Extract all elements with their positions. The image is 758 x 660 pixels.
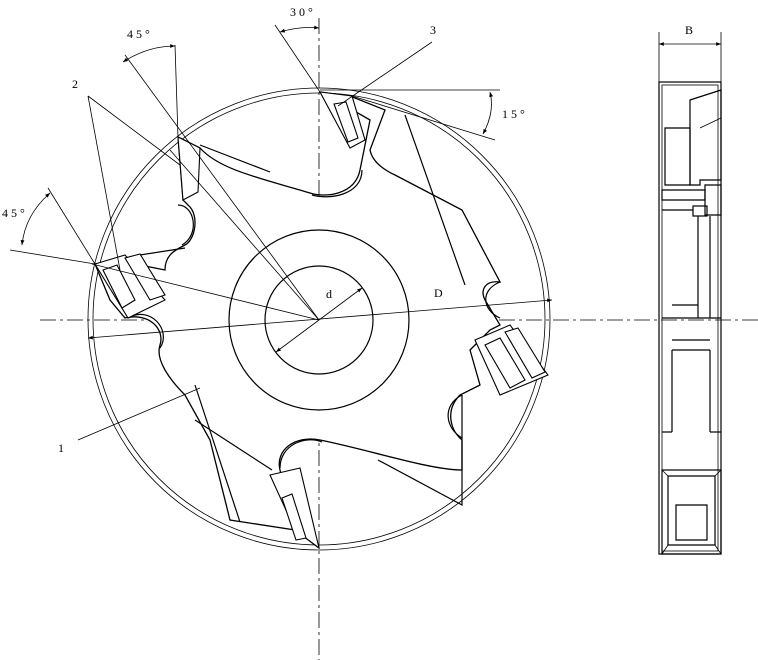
body-relief-right: [377, 395, 463, 507]
label-dim-B: B: [685, 23, 693, 37]
leader-2-a: [87, 95, 181, 166]
insert-top: [319, 91, 366, 149]
body-relief-lower-left: [194, 384, 241, 523]
label-angle-15: 1 5 °: [502, 107, 525, 121]
radial-line-to-2: [169, 149, 320, 321]
gullet-left: [177, 204, 194, 246]
label-part-3: 3: [430, 23, 436, 37]
leader-2-b: [87, 95, 121, 271]
label-dim-D: D: [434, 286, 443, 300]
label-dim-d: d: [326, 287, 332, 301]
body-relief-upper-right: [404, 114, 466, 286]
body-relief-left: [139, 247, 186, 256]
angle-45-left-arc: [20, 192, 51, 246]
label-part-2: 2: [72, 77, 78, 91]
body-relief-upper-left: [199, 144, 271, 173]
insert-upper-left: [177, 136, 201, 201]
angle-30-arc: [279, 25, 320, 33]
label-angle-45-left: 4 5 °: [2, 206, 25, 220]
insert-right: [474, 324, 549, 396]
radial-line-upper-left: [124, 54, 320, 321]
label-angle-45-upper: 4 5 °: [127, 27, 150, 41]
label-part-1: 1: [58, 441, 64, 455]
gullet-top: [311, 169, 363, 198]
angle-45-upper-vertical: [174, 44, 179, 138]
radial-line-left: [91, 263, 320, 321]
insert-bottom: [269, 467, 320, 550]
angle-15-arc: [482, 91, 494, 135]
angle-30-line: [274, 24, 321, 93]
angle-15-slant: [351, 95, 496, 141]
gullet-right: [447, 394, 463, 439]
angle-45-left-base: [9, 249, 96, 265]
leader-1: [77, 387, 201, 441]
angle-45-left-line: [47, 187, 96, 265]
side-view: [658, 81, 722, 555]
angle-45-upper-arc: [122, 44, 176, 63]
label-angle-30: 3 0 °: [290, 5, 313, 19]
leader-3: [337, 41, 433, 107]
gullet-bottom: [279, 439, 323, 469]
body-relief-bottom: [194, 419, 273, 471]
